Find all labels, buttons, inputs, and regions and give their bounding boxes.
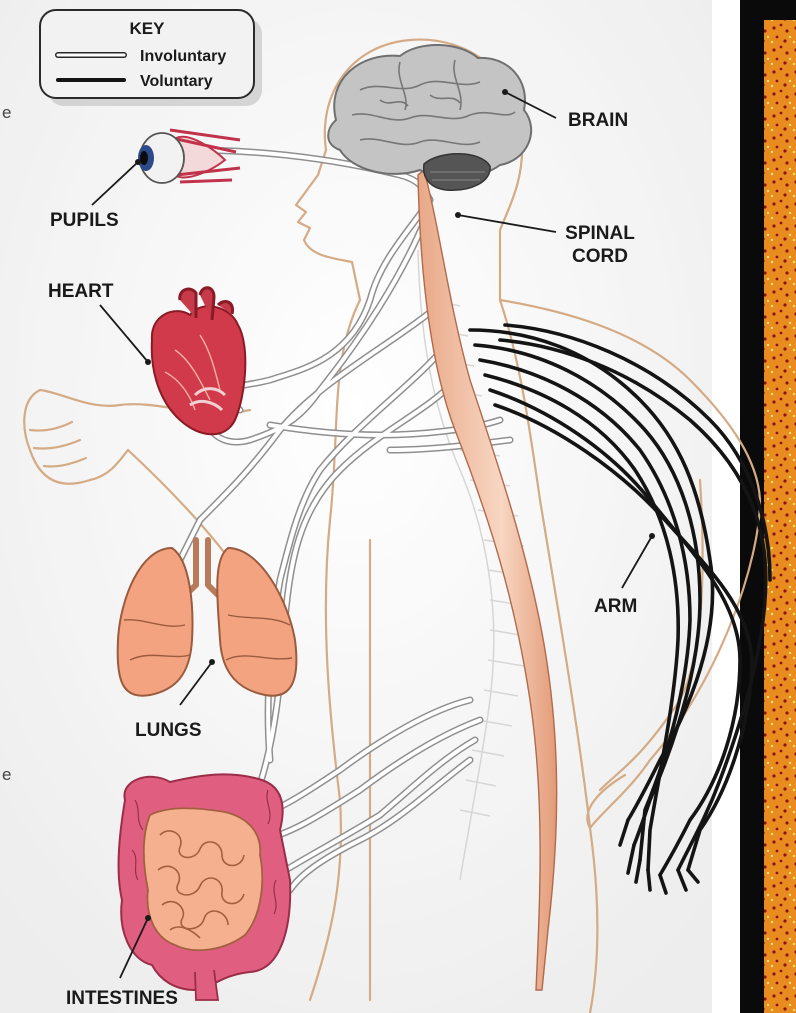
label-intestines: INTESTINES [66, 988, 178, 1009]
key-title: KEY [130, 19, 166, 38]
label-brain: BRAIN [568, 110, 628, 131]
key-involuntary-label: Involuntary [140, 48, 226, 65]
label-spinal-cord-line2: CORD [572, 246, 628, 267]
label-arm: ARM [594, 596, 637, 617]
key-legend: KEY Involuntary Voluntary [40, 10, 262, 106]
label-pupils: PUPILS [50, 210, 119, 231]
label-spinal-cord-line1: SPINAL [565, 223, 635, 244]
edge-text-bottom: e [2, 765, 11, 784]
edge-text-top: e [2, 103, 11, 122]
label-lungs: LUNGS [135, 720, 202, 741]
key-voluntary-label: Voluntary [140, 73, 213, 90]
label-heart: HEART [48, 281, 114, 302]
